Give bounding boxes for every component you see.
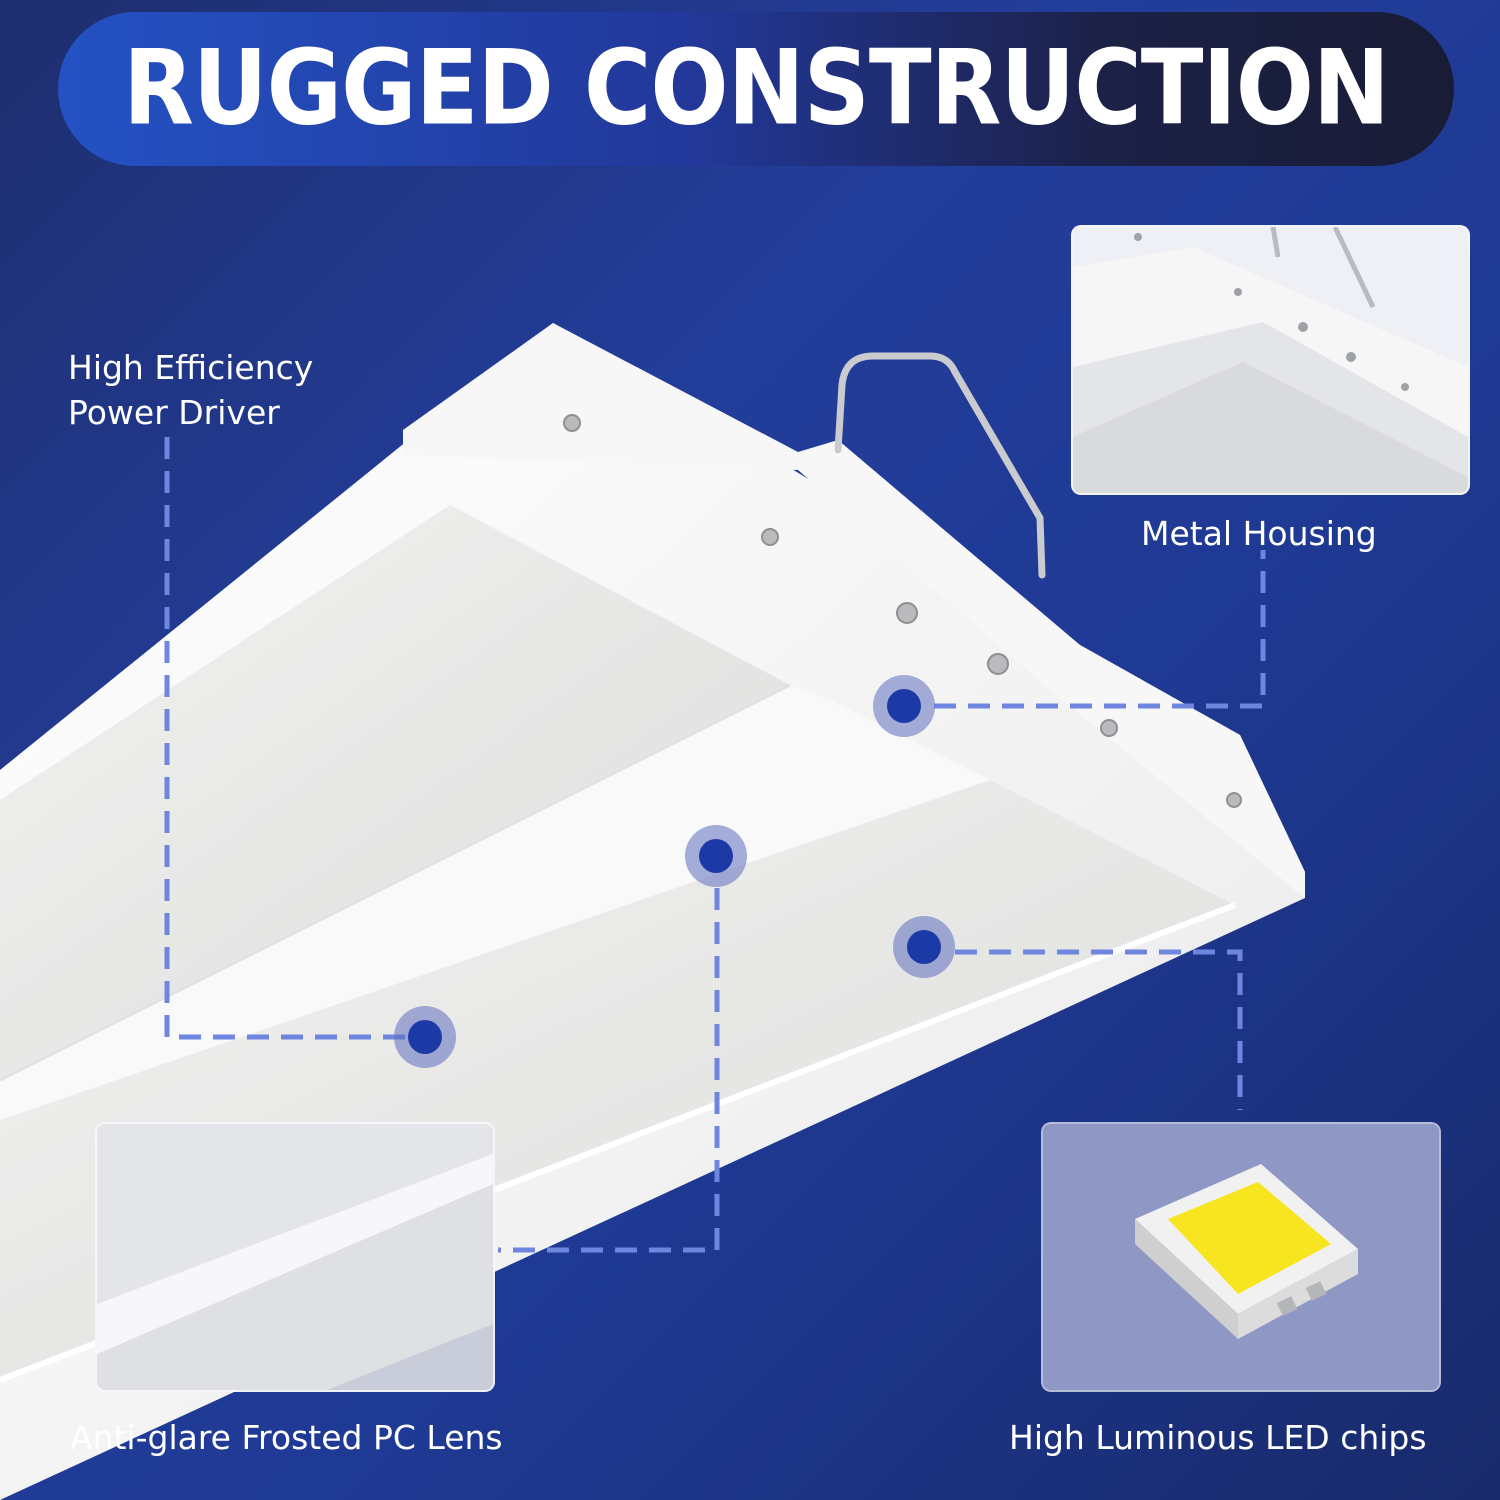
led-chips-label: High Luminous LED chips (1009, 1418, 1427, 1457)
metal-housing-label: Metal Housing (1141, 514, 1377, 553)
driver-marker (394, 1006, 456, 1068)
led-chip-icon (1041, 1122, 1441, 1392)
power-driver-label: High Efficiency Power Driver (68, 345, 313, 435)
title-banner: RUGGED CONSTRUCTION (58, 12, 1454, 166)
housing-marker (873, 675, 935, 737)
page-title: RUGGED CONSTRUCTION (123, 28, 1390, 149)
hanging-bracket (834, 352, 1046, 579)
chips-marker (893, 916, 955, 978)
frosted-lens-icon (95, 1122, 495, 1392)
metal-housing-icon (1071, 225, 1470, 495)
frosted-lens-label: Anti-glare Frosted PC Lens (70, 1418, 503, 1457)
power-driver-label-line2: Power Driver (68, 393, 280, 432)
leader-lines (164, 437, 1266, 1253)
center-rail (0, 685, 990, 1120)
fixture-end-cap (403, 323, 1305, 898)
mounting-screws (563, 414, 1242, 808)
upper-lens-panel (0, 505, 790, 1080)
lens-marker (685, 825, 747, 887)
power-driver-label-line1: High Efficiency (68, 348, 314, 387)
